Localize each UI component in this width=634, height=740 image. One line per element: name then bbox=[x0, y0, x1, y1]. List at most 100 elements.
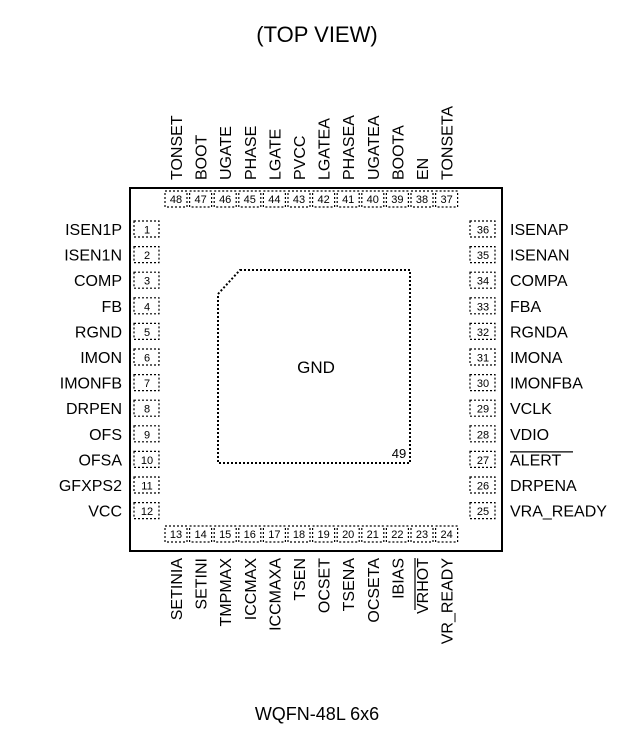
pin-46-pad bbox=[213, 190, 237, 208]
pin-15-name: TMPMAX bbox=[218, 558, 235, 627]
pin-39-number: 39 bbox=[391, 194, 403, 206]
pin-10-number: 10 bbox=[141, 455, 153, 467]
pin-34-number: 34 bbox=[477, 276, 489, 288]
pin-9-name: OFS bbox=[89, 427, 122, 444]
pin-3-pad bbox=[133, 271, 160, 289]
pin-19-name: OCSET bbox=[317, 558, 334, 613]
pin-6-name: IMON bbox=[80, 350, 122, 367]
pin-7-pad bbox=[133, 374, 160, 392]
pin-37-number: 37 bbox=[440, 194, 452, 206]
pin-26-pad bbox=[469, 476, 496, 494]
pin-47-pad bbox=[189, 190, 213, 208]
pin-6-pad bbox=[133, 348, 160, 366]
pin-41-number: 41 bbox=[342, 194, 354, 206]
pin-2-pad bbox=[133, 246, 160, 264]
exposed-pad-number: 49 bbox=[392, 446, 406, 461]
pin-40-name: UGATEA bbox=[366, 115, 383, 180]
pin-24-name: VR_READY bbox=[440, 558, 457, 645]
pin-19-pad bbox=[312, 525, 336, 543]
pin-45-pad bbox=[238, 190, 262, 208]
pin-20-pad bbox=[336, 525, 360, 543]
pin-28-pad bbox=[469, 425, 496, 443]
pin-36-name: ISENAP bbox=[510, 222, 569, 239]
pin-22-name: IBIAS bbox=[390, 558, 407, 599]
pin-48-number: 48 bbox=[170, 194, 182, 206]
pin-45-number: 45 bbox=[244, 194, 256, 206]
pin-21-name: OCSETA bbox=[366, 558, 383, 623]
pins-bottom: 13SETINIA14SETINI15TMPMAX16ICCMAX17ICCMA… bbox=[164, 525, 459, 645]
pin-7-name: IMONFB bbox=[60, 376, 122, 393]
pin-37-pad bbox=[435, 190, 459, 208]
pin-21-pad bbox=[361, 525, 385, 543]
pin-30-pad bbox=[469, 374, 496, 392]
pin-35-number: 35 bbox=[477, 250, 489, 262]
pin-14-name: SETINI bbox=[194, 558, 211, 610]
pin-5-pad bbox=[133, 322, 160, 340]
pin-41-name: PHASEA bbox=[341, 115, 358, 180]
pin-15-pad bbox=[213, 525, 237, 543]
pin-10-name: OFSA bbox=[78, 452, 122, 469]
pin-2-number: 2 bbox=[144, 250, 150, 262]
exposed-pad-label: GND bbox=[297, 358, 335, 377]
pin-44-pad bbox=[262, 190, 286, 208]
pin-42-name: LGATEA bbox=[317, 118, 334, 180]
pin-43-pad bbox=[287, 190, 311, 208]
pin-40-number: 40 bbox=[367, 194, 379, 206]
pin-33-pad bbox=[469, 297, 496, 315]
pin-29-number: 29 bbox=[477, 404, 489, 416]
pin-25-pad bbox=[469, 502, 496, 520]
pin-38-number: 38 bbox=[416, 194, 428, 206]
pin-27-pad bbox=[469, 450, 496, 468]
pin-14-pad bbox=[189, 525, 213, 543]
pin-29-pad bbox=[469, 399, 496, 417]
pin-13-name: SETINIA bbox=[169, 558, 186, 621]
pin-41-pad bbox=[336, 190, 360, 208]
pin-20-number: 20 bbox=[342, 529, 354, 541]
pin-30-name: IMONFBA bbox=[510, 376, 583, 393]
pin-44-name: LGATE bbox=[267, 129, 284, 180]
pin-6-number: 6 bbox=[144, 353, 150, 365]
pin-43-name: PVCC bbox=[292, 136, 309, 180]
pin-48-pad bbox=[164, 190, 188, 208]
pin-8-pad bbox=[133, 399, 160, 417]
pin-2-name: ISEN1N bbox=[64, 248, 122, 265]
pin-33-number: 33 bbox=[477, 301, 489, 313]
pin-25-number: 25 bbox=[477, 506, 489, 518]
pin-34-pad bbox=[469, 271, 496, 289]
pin-3-number: 3 bbox=[144, 276, 150, 288]
pin-4-name: FB bbox=[102, 299, 122, 316]
pin-31-pad bbox=[469, 348, 496, 366]
pin-10-pad bbox=[133, 450, 160, 468]
pin-16-number: 16 bbox=[244, 529, 256, 541]
pin-22-pad bbox=[385, 525, 409, 543]
pin-18-pad bbox=[287, 525, 311, 543]
pin-16-name: ICCMAX bbox=[243, 558, 260, 621]
pin-7-number: 7 bbox=[144, 378, 150, 390]
pins-left: 1ISEN1P2ISEN1N3COMP4FB5RGND6IMON7IMONFB8… bbox=[59, 220, 160, 521]
package-name: WQFN-48L 6x6 bbox=[254, 704, 380, 724]
pin-14-number: 14 bbox=[194, 529, 206, 541]
pin-31-name: IMONA bbox=[510, 350, 563, 367]
pin-35-name: ISENAN bbox=[510, 248, 570, 265]
pin-17-number: 17 bbox=[268, 529, 280, 541]
pin-36-number: 36 bbox=[477, 225, 489, 237]
pin-11-name: GFXPS2 bbox=[59, 478, 122, 495]
pin-28-name: VDIO bbox=[510, 427, 549, 444]
pin-42-pad bbox=[312, 190, 336, 208]
pin-38-pad bbox=[410, 190, 434, 208]
pin-47-number: 47 bbox=[194, 194, 206, 206]
pin-23-number: 23 bbox=[416, 529, 428, 541]
pin-26-number: 26 bbox=[477, 481, 489, 493]
view-title: (TOP VIEW) bbox=[256, 22, 378, 47]
pin-18-name: TSEN bbox=[292, 558, 309, 601]
pin-35-pad bbox=[469, 246, 496, 264]
pin-20-name: TSENA bbox=[341, 558, 358, 612]
pin-38-name: EN bbox=[415, 158, 432, 180]
pin-39-pad bbox=[385, 190, 409, 208]
pin-45-name: PHASE bbox=[243, 126, 260, 180]
pin-9-pad bbox=[133, 425, 160, 443]
pin-47-name: BOOT bbox=[194, 134, 211, 180]
pin-43-number: 43 bbox=[293, 194, 305, 206]
pin-36-pad bbox=[469, 220, 496, 238]
pin-8-number: 8 bbox=[144, 404, 150, 416]
